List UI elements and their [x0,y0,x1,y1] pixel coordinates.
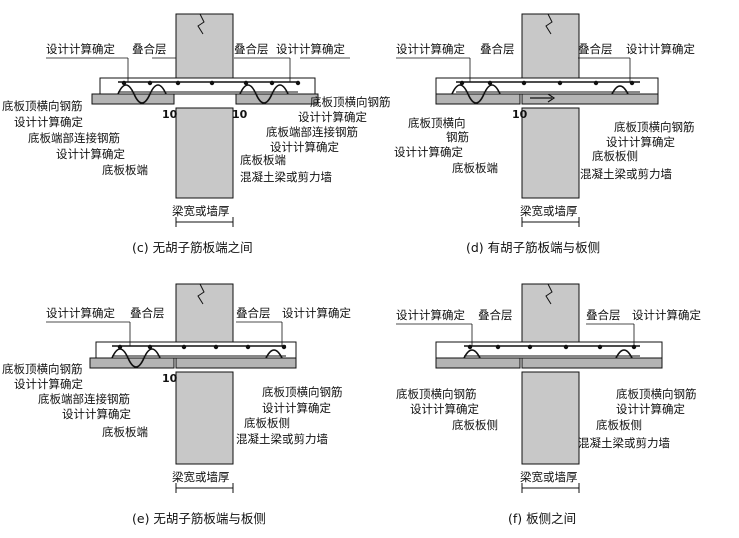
label-design-left-1: 设计计算确定 [14,377,83,391]
label-beam-wall: 混凝土梁或剪力墙 [240,170,332,184]
label-bottom-top-rebar-left: 底板顶横向钢筋 [2,362,83,376]
panel-d: 设计计算确定 叠合层 叠合层 设计计算确定 底板顶横向 钢筋 设计计算确定 底板… [394,13,695,255]
label-design-right: 设计计算确定 [606,135,675,149]
panel-f: 设计计算确定 叠合层 叠合层 设计计算确定 底板顶横向钢筋 设计计算确定 底板板… [396,283,701,526]
label-slab-side-right: 底板板侧 [596,418,642,432]
label-topping-left: 叠合层 [132,42,167,56]
beam-or-wall [521,107,580,199]
label-slab-side-left: 底板板侧 [452,418,498,432]
label-bottom-top-rebar-left-2: 钢筋 [446,130,469,144]
label-design-top-right: 设计计算确定 [282,306,351,320]
precast-slab-right [175,357,297,369]
label-bottom-top-rebar-right: 底板顶横向钢筋 [616,387,697,401]
label-topping-right: 叠合层 [586,308,621,322]
upper-wall [175,283,234,343]
precast-slab-right [235,93,319,105]
loop-bar-left [463,349,481,359]
precast-slab-right [521,93,659,105]
caption-e: (e) 无胡子筋板端与板侧 [132,511,266,526]
label-slab-end-right: 底板板端 [240,153,286,167]
break-mark-icon [545,13,553,35]
panel-c: 设计计算确定 叠合层 叠合层 设计计算确定 底板顶横向钢筋 设计计算确定 底板端… [2,13,391,255]
loop-bar-right [611,85,629,95]
label-design-left-1: 设计计算确定 [14,115,83,129]
loop-bar-right [265,349,283,359]
caption-f: (f) 板侧之间 [508,511,576,526]
label-width: 梁宽或墙厚 [520,204,578,218]
label-design-left-2: 设计计算确定 [56,147,125,161]
label-design-top-left: 设计计算确定 [396,308,465,322]
label-beam-wall: 混凝土梁或剪力墙 [578,436,670,450]
upper-wall [175,13,234,79]
label-topping-right: 叠合层 [236,306,271,320]
label-slab-end-left: 底板板端 [452,161,498,175]
label-bottom-top-rebar-right: 底板顶横向钢筋 [614,120,695,134]
beam-or-wall [175,107,234,199]
label-topping-right: 叠合层 [578,42,613,56]
break-mark-icon [545,283,553,305]
label-bottom-top-rebar-right: 底板顶横向钢筋 [262,385,343,399]
beam-or-wall [175,371,234,465]
label-width: 梁宽或墙厚 [520,470,578,484]
label-design-top-left: 设计计算确定 [396,42,465,56]
label-bottom-top-rebar-right: 底板顶横向钢筋 [310,95,391,109]
label-design-right-1: 设计计算确定 [298,110,367,124]
caption-c: (c) 无胡子筋板端之间 [132,240,253,255]
label-design-left: 设计计算确定 [410,402,479,416]
break-mark-icon [197,283,205,305]
label-bottom-top-rebar-left-1: 底板顶横向 [408,116,466,130]
break-mark-icon [197,13,205,35]
label-width: 梁宽或墙厚 [172,470,230,484]
label-width: 梁宽或墙厚 [172,204,230,218]
label-design-right: 设计计算确定 [616,402,685,416]
label-design-top-left: 设计计算确定 [46,306,115,320]
precast-slab-left [89,357,175,369]
label-design-left: 设计计算确定 [394,145,463,159]
loop-bar-right [615,349,633,359]
lattice-truss-left [117,84,167,104]
label-design-right-2: 设计计算确定 [270,140,339,154]
label-bottom-top-rebar-left: 底板顶横向钢筋 [2,99,83,113]
label-topping-left: 叠合层 [480,42,515,56]
label-topping-left: 叠合层 [130,306,165,320]
label-slab-side-right: 底板板侧 [592,149,638,163]
label-design-top-left: 设计计算确定 [46,42,115,56]
label-end-connect-left: 底板端部连接钢筋 [28,131,120,145]
dim-left: 10 [162,108,178,121]
label-topping-left: 叠合层 [478,308,513,322]
label-design-left-2: 设计计算确定 [62,407,131,421]
upper-wall [521,283,580,343]
label-beam-wall: 混凝土梁或剪力墙 [580,167,672,181]
label-end-connect-left: 底板端部连接钢筋 [38,392,130,406]
label-design-top-right: 设计计算确定 [626,42,695,56]
dim-left: 10 [162,372,178,385]
label-slab-side-right: 底板板侧 [244,416,290,430]
label-beam-wall: 混凝土梁或剪力墙 [236,432,328,446]
panel-e: 设计计算确定 叠合层 叠合层 设计计算确定 底板顶横向钢筋 设计计算确定 底板端… [2,283,351,526]
caption-d: (d) 有胡子筋板端与板侧 [466,240,600,255]
label-design-top-right: 设计计算确定 [632,308,701,322]
label-slab-end-left: 底板板端 [102,163,148,177]
precast-slab-left [435,93,521,105]
label-end-connect-right: 底板端部连接钢筋 [266,125,358,139]
label-bottom-top-rebar-left: 底板顶横向钢筋 [396,387,477,401]
precast-slab-left [91,93,175,105]
lattice-truss-right [239,84,289,104]
label-design-right: 设计计算确定 [262,401,331,415]
upper-wall [521,13,580,79]
label-design-top-right: 设计计算确定 [276,42,345,56]
dim-right: 10 [232,108,248,121]
precast-slab-right [521,357,663,369]
label-topping-right: 叠合层 [234,42,269,56]
beam-or-wall [521,371,580,465]
precast-slab-left [435,357,521,369]
dim-left: 10 [512,108,528,121]
lattice-truss-left [451,84,501,104]
label-slab-end-left: 底板板端 [102,425,148,439]
